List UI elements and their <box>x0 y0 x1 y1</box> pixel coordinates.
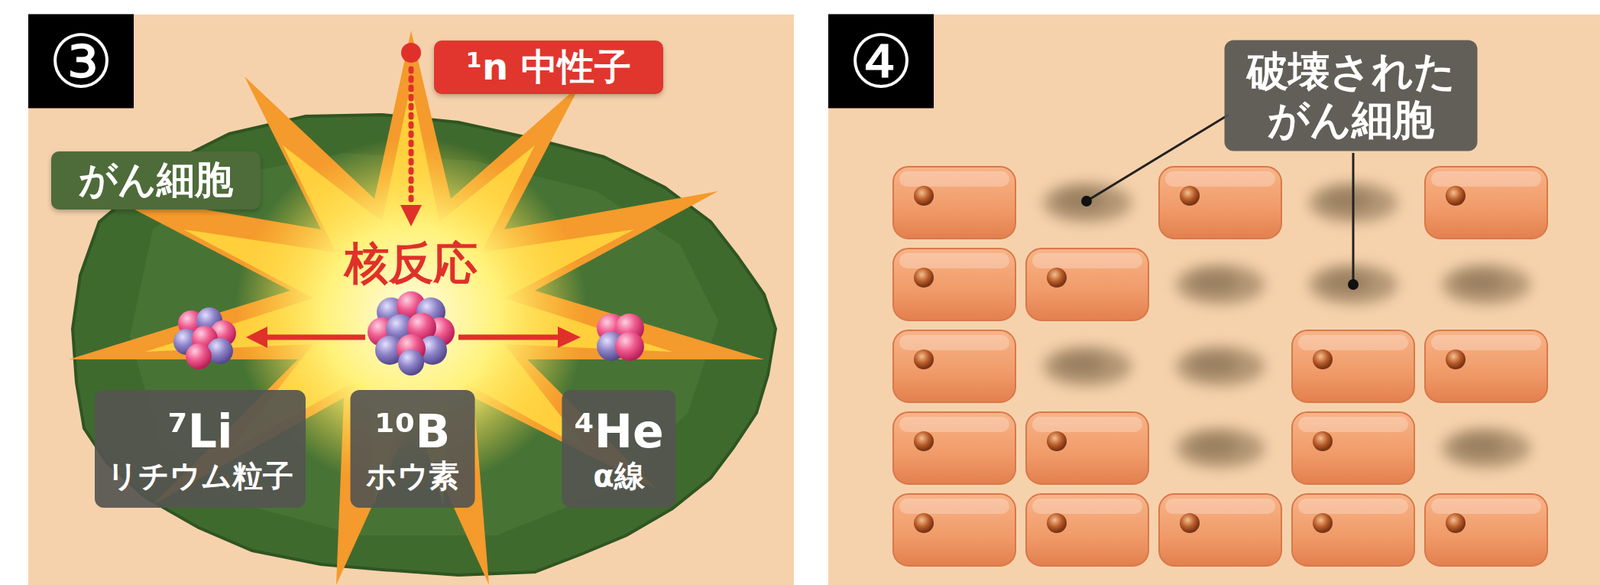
particle-label: ⁷Liリチウム粒子 <box>94 389 306 508</box>
lithium-nucleus <box>173 307 237 370</box>
node-title: ¹⁰B <box>375 404 451 458</box>
node-title: ¹n 中性子 <box>466 45 632 88</box>
particle-label: ⁴Heα線 <box>561 389 676 508</box>
arrow <box>263 334 366 341</box>
cell-label: がん細胞 <box>51 151 261 210</box>
particle-label: ¹⁰Bホウ素 <box>350 389 476 508</box>
callout-box: 破壊された がん細胞 <box>1224 40 1478 152</box>
panel <box>828 14 1600 585</box>
node-subtitle: リチウム粒子 <box>106 457 294 493</box>
node-title: ④ <box>848 24 914 98</box>
helium-nucleus <box>596 313 645 361</box>
node-title: ⁷Li <box>167 404 233 458</box>
reaction-label: 核反応 <box>344 233 478 294</box>
arrow <box>458 334 562 341</box>
panel-number: ③ <box>28 14 134 109</box>
node-subtitle: α線 <box>592 457 645 493</box>
explosion <box>68 30 765 585</box>
node-title: がん細胞 <box>78 158 234 203</box>
neutron-dot <box>401 42 422 63</box>
node-subtitle: ホウ素 <box>365 457 460 493</box>
panel <box>28 14 794 585</box>
cell-grid <box>893 166 1548 566</box>
node-title: ⁴He <box>573 404 664 458</box>
neutron-label: ¹n 中性子 <box>434 40 664 94</box>
node-title: ③ <box>48 24 114 98</box>
panel-number: ④ <box>828 14 934 109</box>
node-title: 破壊された がん細胞 <box>1239 48 1463 143</box>
boron-nucleus <box>367 291 455 376</box>
neutron-path <box>408 68 415 207</box>
